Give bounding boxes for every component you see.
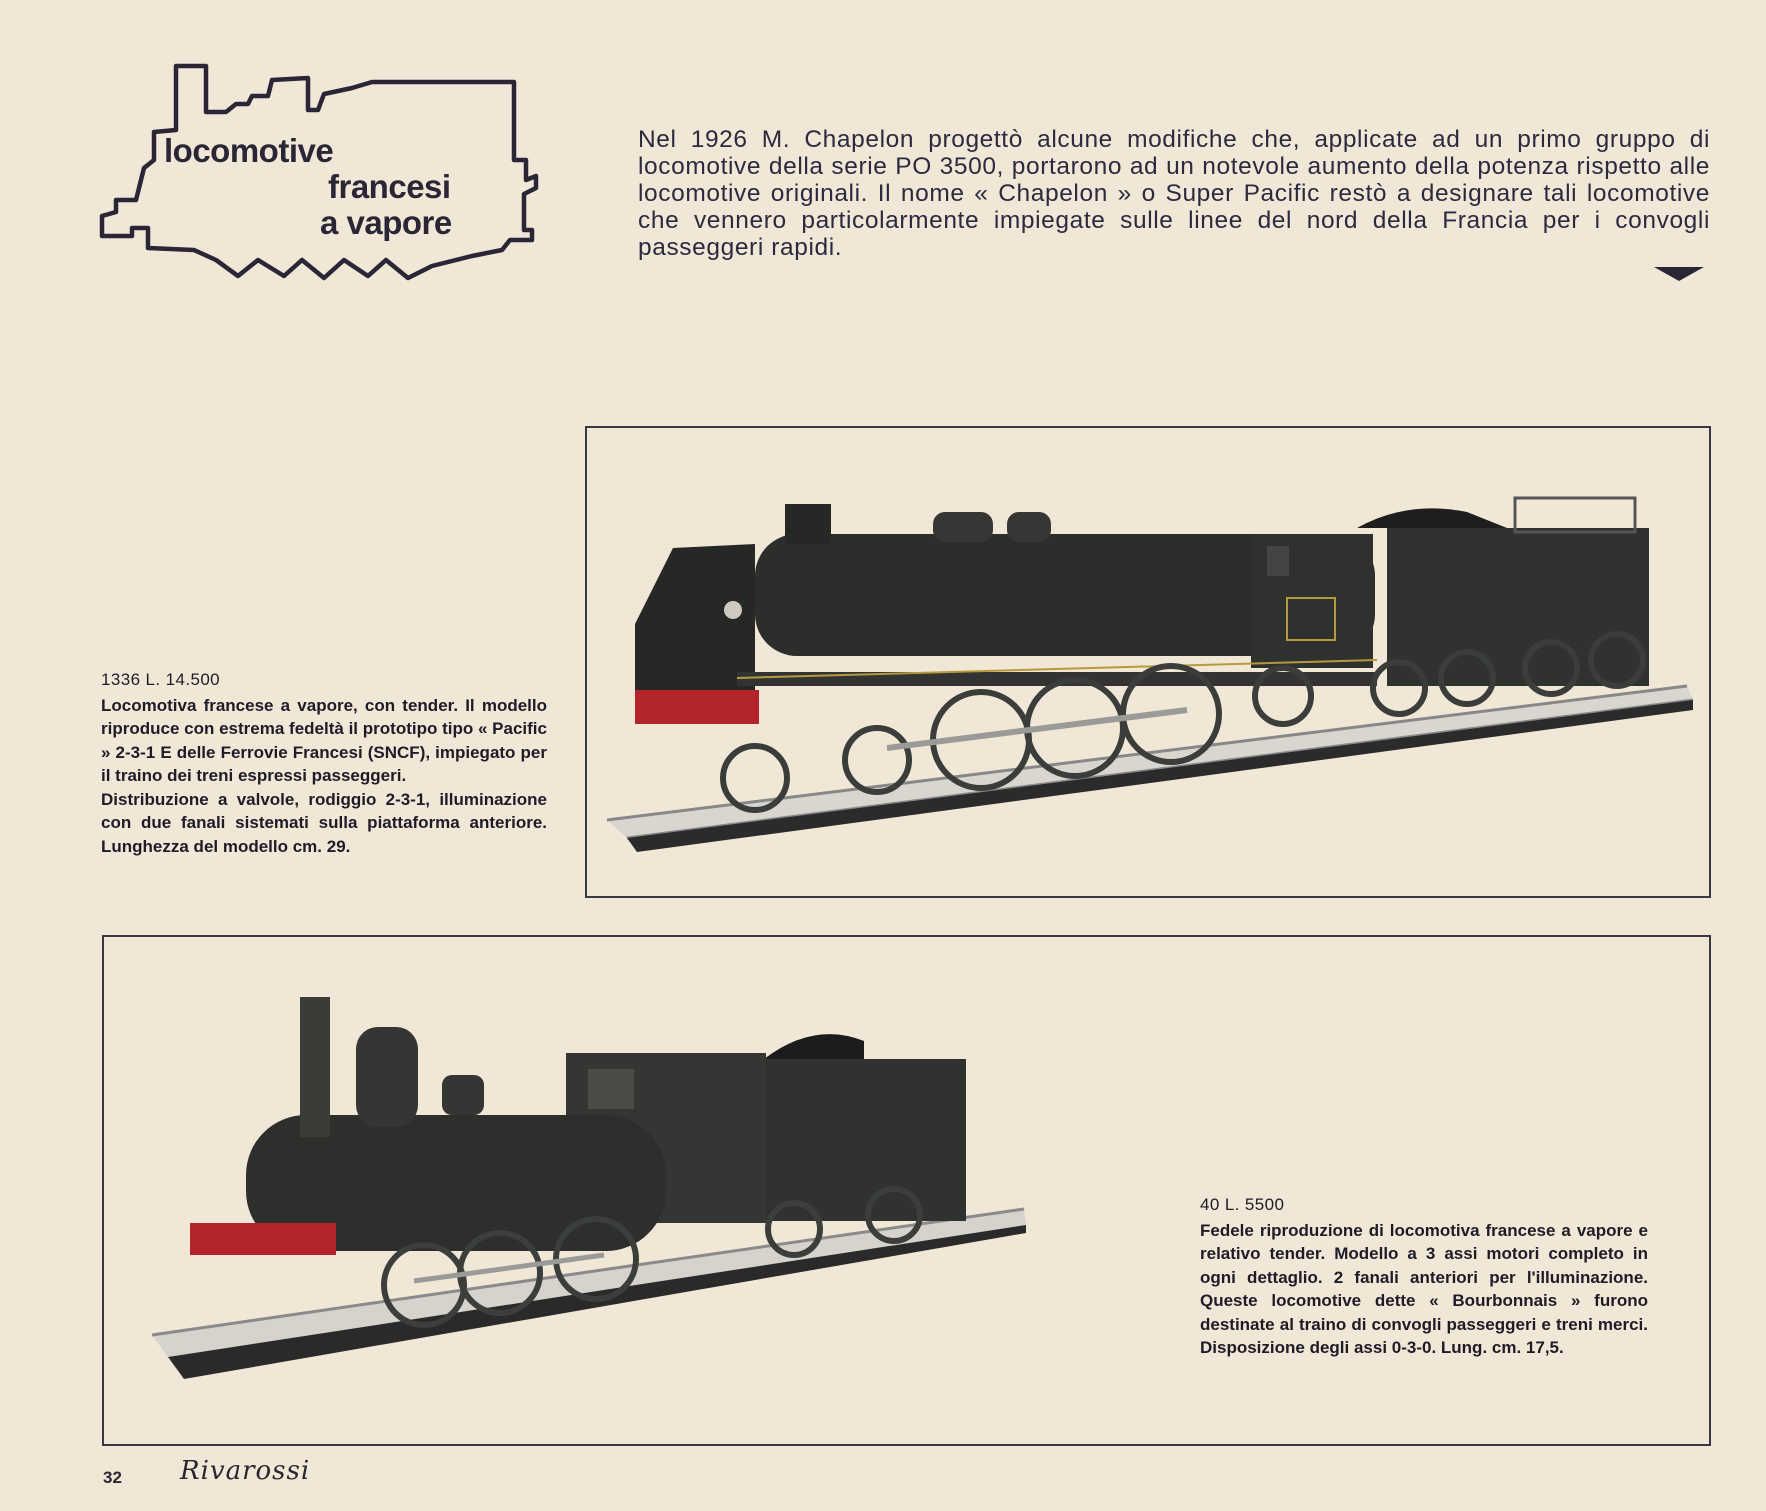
title-line-2: francesi (328, 168, 451, 205)
product-image-frame-2 (102, 935, 1711, 1446)
header-logo: locomotive francesi a vapore (92, 60, 542, 282)
locomotive-outline-icon (99, 63, 539, 281)
bourbonnais-locomotive-illustration (151, 997, 1026, 1379)
product-code-2: 40 L. 5500 (1200, 1195, 1285, 1214)
product-1-paragraph-2: Distribuzione a valvole, rodiggio 2-3-1,… (101, 789, 547, 856)
product-image-frame-1 (585, 426, 1711, 898)
product-caption-2: 40 L. 5500 Fedele riproduzione di locomo… (1200, 1193, 1648, 1360)
intro-paragraph: Nel 1926 M. Chapelon progettò alcune mod… (638, 126, 1710, 261)
product-1-paragraph-1: Locomotiva francese a vapore, con tender… (101, 695, 547, 786)
product-caption-1: 1336 L. 14.500 Locomotiva francese a vap… (101, 668, 547, 858)
pacific-locomotive-illustration (606, 496, 1694, 852)
page-number: 32 (103, 1468, 122, 1487)
arrow-down-icon (1654, 267, 1704, 281)
brand-logo: Rivarossi (180, 1456, 311, 1486)
title-line-1: locomotive (164, 132, 334, 169)
title-line-3: a vapore (320, 204, 452, 241)
product-2-paragraph-1: Fedele riproduzione di locomotiva france… (1200, 1220, 1648, 1358)
product-code-1: 1336 L. 14.500 (101, 670, 221, 689)
